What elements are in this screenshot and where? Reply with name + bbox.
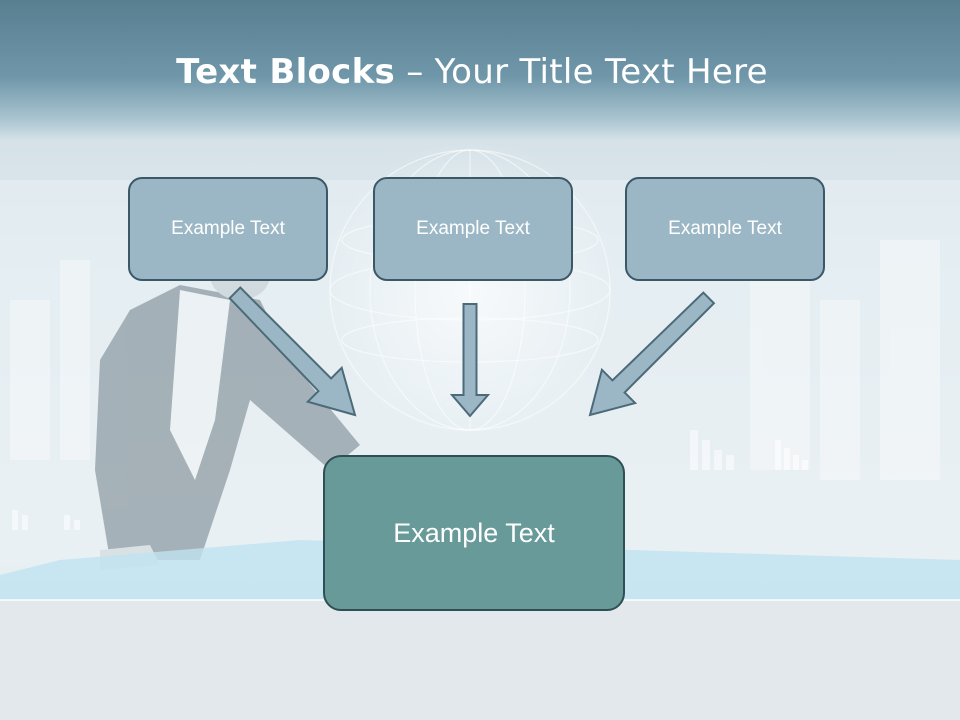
text-block-top-left-label: Example Text (171, 218, 285, 239)
slide-title: Text Blocks – Your Title Text Here (0, 52, 944, 92)
text-block-top-right[interactable]: Example Text (625, 177, 825, 281)
title-separator: – (395, 52, 435, 92)
text-block-top-left[interactable]: Example Text (128, 177, 328, 281)
text-block-main-label: Example Text (393, 517, 555, 548)
text-block-main[interactable]: Example Text (323, 455, 625, 611)
arrow-center-down (449, 303, 491, 418)
arrow-right-diagonal (588, 291, 716, 417)
text-block-top-center-label: Example Text (416, 218, 530, 239)
text-block-top-center[interactable]: Example Text (373, 177, 573, 281)
text-block-top-right-label: Example Text (668, 218, 782, 239)
title-bold-part: Text Blocks (176, 52, 396, 92)
title-regular-part: Your Title Text Here (434, 52, 768, 92)
arrow-left-diagonal (228, 286, 357, 417)
title-band (0, 0, 960, 140)
